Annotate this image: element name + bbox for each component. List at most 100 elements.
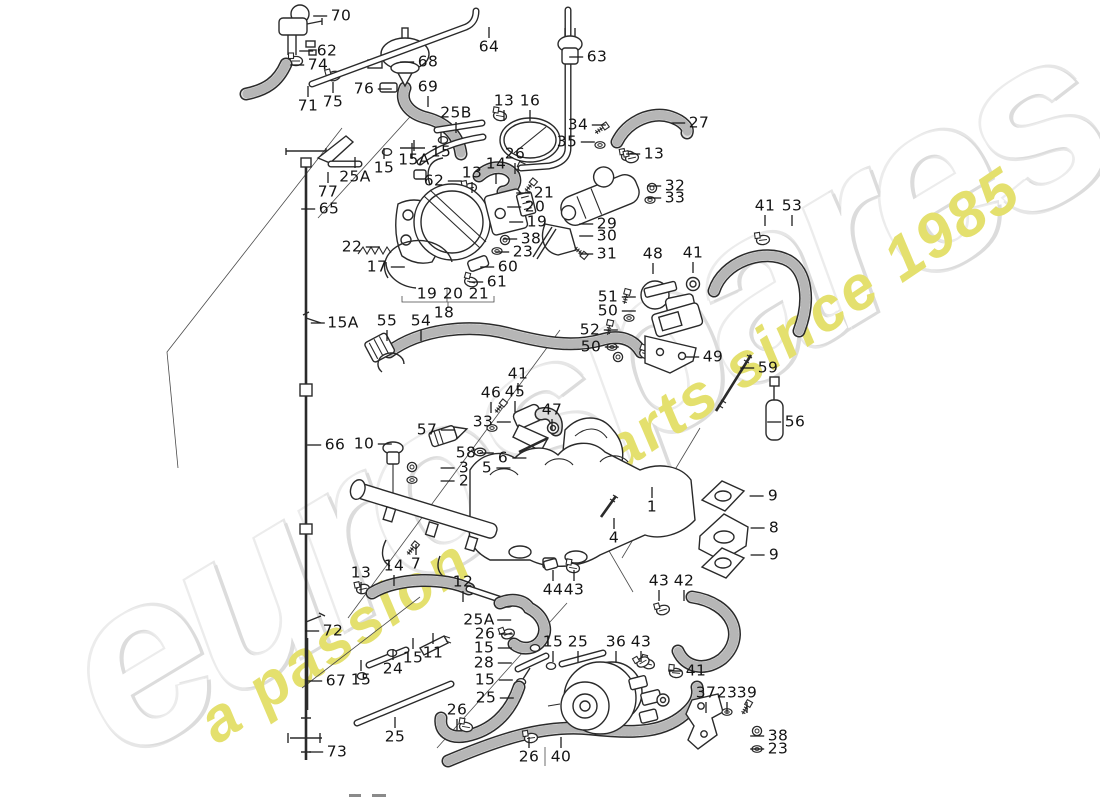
part-label-25A[interactable]: 25A [339,167,371,186]
part-label-51[interactable]: 51 [597,287,619,306]
part-label-26[interactable]: 26 [518,747,540,766]
part-label-68[interactable]: 68 [417,52,439,71]
part-label-25[interactable]: 25 [384,727,406,746]
part-label-8[interactable]: 8 [768,518,780,537]
part-label-15A[interactable]: 15A [398,150,430,169]
part-label-69[interactable]: 69 [417,77,439,96]
part-label-9[interactable]: 9 [768,545,780,564]
part-label-26[interactable]: 26 [474,624,496,643]
part-label-15[interactable]: 15 [473,638,495,657]
part-label-71[interactable]: 71 [297,96,319,115]
part-label-34[interactable]: 34 [567,115,589,134]
part-label-31[interactable]: 31 [596,244,618,263]
part-label-44[interactable]: 44 [542,580,564,599]
part-label-37[interactable]: 37 [695,683,717,702]
part-label-1[interactable]: 1 [646,497,658,516]
part-label-19[interactable]: 19 [526,212,548,231]
part-label-59[interactable]: 59 [757,358,779,377]
part-label-65[interactable]: 65 [318,199,340,218]
part-label-12[interactable]: 12 [452,572,474,591]
part-label-40[interactable]: 40 [550,747,572,766]
part-label-18[interactable]: 18 [433,303,455,322]
part-label-24[interactable]: 24 [382,659,404,678]
part-label-67[interactable]: 67 [325,671,347,690]
part-label-56[interactable]: 56 [784,412,806,431]
part-label-66[interactable]: 66 [324,435,346,454]
part-label-13[interactable]: 13 [643,144,665,163]
part-label-58[interactable]: 58 [455,443,477,462]
part-label-26[interactable]: 26 [446,700,468,719]
part-label-72[interactable]: 72 [322,621,344,640]
part-label-42[interactable]: 42 [673,571,695,590]
part-label-73[interactable]: 73 [326,742,348,761]
part-label-25[interactable]: 25 [475,688,497,707]
part-label-55[interactable]: 55 [376,311,398,330]
part-label-14[interactable]: 14 [383,556,405,575]
part-label-3[interactable]: 3 [458,458,470,477]
part-label-15[interactable]: 15 [350,670,372,689]
part-label-62[interactable]: 62 [423,171,445,190]
part-label-70[interactable]: 70 [330,6,352,25]
part-label-4[interactable]: 4 [608,528,620,547]
part-label-32[interactable]: 32 [664,176,686,195]
part-label-39[interactable]: 39 [736,683,758,702]
part-label-41[interactable]: 41 [754,196,776,215]
part-label-25A[interactable]: 25A [463,610,495,629]
part-label-45[interactable]: 45 [504,382,526,401]
part-label-15[interactable]: 15 [402,648,424,667]
part-label-54[interactable]: 54 [410,311,432,330]
part-label-17[interactable]: 17 [366,257,388,276]
part-label-30[interactable]: 30 [596,226,618,245]
part-label-74[interactable]: 74 [307,55,329,74]
part-label-41[interactable]: 41 [685,661,707,680]
part-label-63[interactable]: 63 [586,47,608,66]
part-label-47[interactable]: 47 [541,400,563,419]
part-label-10[interactable]: 10 [353,434,375,453]
part-label-75[interactable]: 75 [322,92,344,111]
part-label-43[interactable]: 43 [648,571,670,590]
part-label-15A[interactable]: 15A [327,313,359,332]
part-label-13[interactable]: 13 [493,91,515,110]
part-label-52[interactable]: 52 [579,320,601,339]
part-label-38[interactable]: 38 [767,726,789,745]
part-label-16[interactable]: 16 [519,91,541,110]
part-label-35[interactable]: 35 [556,132,578,151]
part-label-57[interactable]: 57 [416,420,438,439]
part-label-9[interactable]: 9 [767,486,779,505]
part-label-14[interactable]: 14 [485,154,507,173]
part-label-6[interactable]: 6 [497,448,509,467]
part-label-22[interactable]: 22 [341,237,363,256]
part-label-13[interactable]: 13 [461,163,483,182]
part-label-13[interactable]: 13 [350,563,372,582]
part-label-61[interactable]: 61 [486,272,508,291]
part-label-23[interactable]: 23 [512,242,534,261]
part-label-36[interactable]: 36 [605,632,627,651]
part-label-21[interactable]: 21 [533,183,555,202]
part-label-38[interactable]: 38 [520,229,542,248]
part-label-23[interactable]: 23 [716,683,738,702]
part-label-25[interactable]: 25 [567,632,589,651]
part-label-50[interactable]: 50 [580,337,602,356]
part-label-62[interactable]: 62 [316,41,338,60]
part-label-29[interactable]: 29 [596,214,618,233]
part-label-64[interactable]: 64 [478,37,500,56]
part-label-15[interactable]: 15 [474,670,496,689]
part-label-2[interactable]: 2 [458,471,470,490]
part-label-43[interactable]: 43 [630,632,652,651]
part-label-28[interactable]: 28 [473,653,495,672]
part-label-15[interactable]: 15 [542,632,564,651]
part-label-50[interactable]: 50 [597,301,619,320]
part-label-33[interactable]: 33 [664,188,686,207]
part-label-5[interactable]: 5 [481,458,493,477]
part-label-41[interactable]: 41 [507,364,529,383]
part-label-77[interactable]: 77 [317,182,339,201]
part-label-25B[interactable]: 25B [440,103,472,122]
part-label-15[interactable]: 15 [430,142,452,161]
part-label-19[interactable]: 19 [416,284,438,303]
part-label-33[interactable]: 33 [472,412,494,431]
part-label-23[interactable]: 23 [767,739,789,758]
part-label-76[interactable]: 76 [353,79,375,98]
part-label-43[interactable]: 43 [563,580,585,599]
part-label-49[interactable]: 49 [702,347,724,366]
part-label-15[interactable]: 15 [373,158,395,177]
